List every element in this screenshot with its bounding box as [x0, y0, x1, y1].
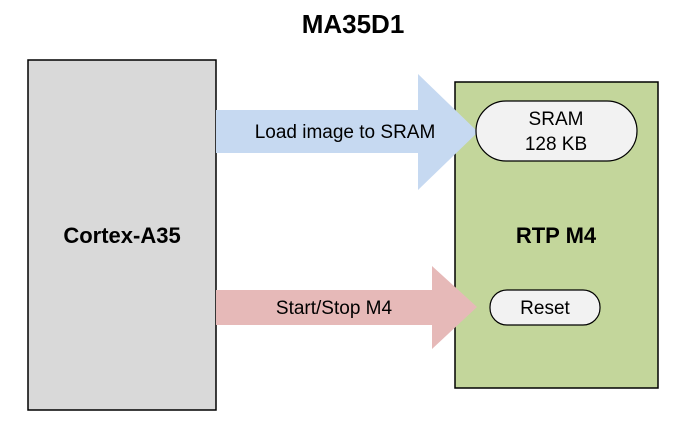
reset-pill — [489, 289, 601, 326]
sram-size-label: 128 KB — [525, 134, 587, 155]
start-stop-arrow: Start/Stop M4 — [216, 266, 477, 349]
rtp-m4-label: RTP M4 — [516, 223, 597, 248]
cortex-a35-box — [27, 59, 217, 411]
sram-label: SRAM — [529, 109, 584, 130]
cortex-a35-label: Cortex-A35 — [63, 223, 180, 248]
cortex-a35-block: Cortex-A35 — [27, 59, 217, 411]
start-stop-arrow-label: Start/Stop M4 — [276, 298, 393, 319]
reset-block: Reset — [489, 289, 601, 326]
load-image-arrow-shape — [216, 74, 478, 190]
start-stop-arrow-shape — [216, 266, 477, 349]
diagram-title: MA35D1 — [302, 9, 405, 39]
load-image-arrow: Load image to SRAM — [216, 74, 478, 190]
reset-label: Reset — [520, 298, 570, 319]
sram-block: SRAM 128 KB — [475, 100, 638, 162]
load-image-arrow-label: Load image to SRAM — [255, 122, 436, 143]
sram-pill — [475, 100, 638, 162]
